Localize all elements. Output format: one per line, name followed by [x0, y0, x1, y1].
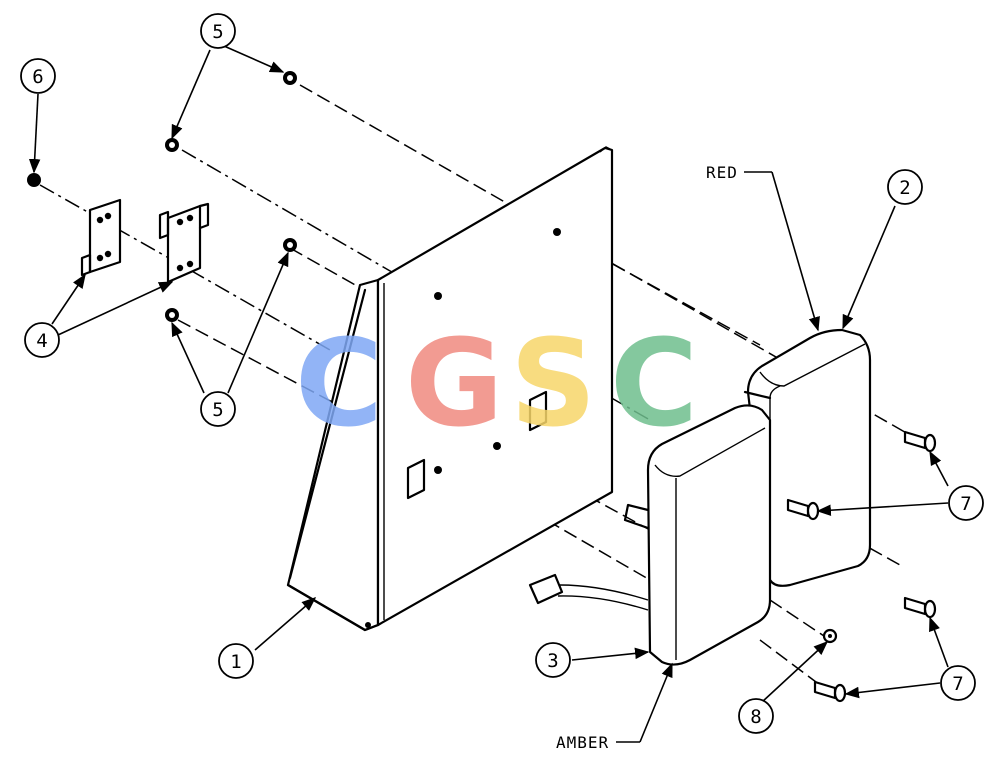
callout-number: 3 — [547, 650, 558, 672]
screws — [786, 430, 937, 703]
red-lamp — [743, 328, 872, 587]
callout-number: 7 — [960, 493, 971, 515]
red-label: RED — [706, 163, 738, 182]
callout-4: 4 — [24, 322, 60, 358]
watermark-letter: C — [295, 315, 383, 454]
callout-2: 2 — [887, 169, 923, 205]
watermark-letter: G — [405, 315, 504, 454]
hinge-brackets — [80, 198, 210, 284]
callout-5-bottom: 5 — [200, 391, 236, 427]
watermark-letter: C — [610, 315, 698, 454]
callout-6: 6 — [20, 58, 56, 94]
callout-number: 5 — [212, 21, 223, 43]
callout-number: 8 — [750, 706, 761, 728]
callout-1: 1 — [218, 643, 254, 679]
amber-label: AMBER — [556, 733, 609, 752]
watermark: C G S C — [295, 315, 698, 454]
callout-number: 6 — [32, 66, 43, 88]
callout-number: 1 — [230, 651, 241, 673]
callout-3: 3 — [535, 642, 571, 678]
callout-number: 5 — [212, 399, 223, 421]
callout-7-upper: 7 — [948, 485, 984, 521]
callout-number: 4 — [36, 330, 47, 352]
watermark-letter: S — [510, 315, 596, 454]
callout-5-top: 5 — [200, 13, 236, 49]
callout-number: 2 — [899, 177, 910, 199]
callout-number: 7 — [952, 673, 963, 695]
amber-lamp — [528, 404, 772, 666]
callout-7-lower: 7 — [940, 665, 976, 701]
mounting-panel — [286, 146, 614, 632]
leader-lines — [28, 45, 949, 743]
callout-8: 8 — [738, 698, 774, 734]
nuts — [27, 71, 297, 322]
